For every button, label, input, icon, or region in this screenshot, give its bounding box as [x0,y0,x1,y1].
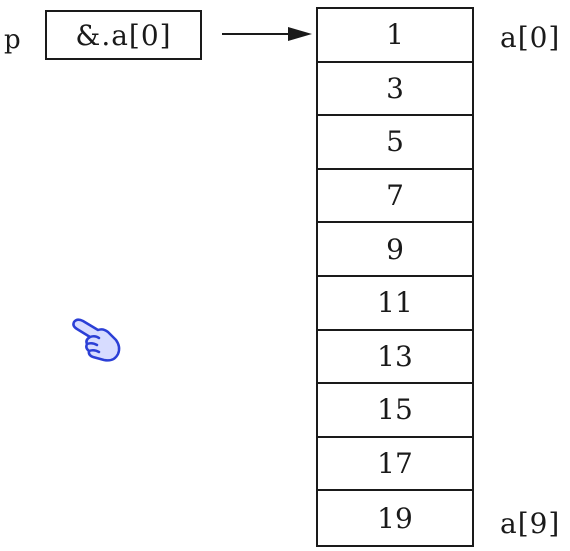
pointer-variable-name: p [4,25,21,55]
pointer-value-box: &.a[0] [45,10,202,60]
array-cell: 19 [377,501,413,535]
array-cell: 1 [318,9,472,63]
array-last-element-label: a[9] [500,507,561,540]
array-cell: 5 [318,116,472,170]
array-cell: 7 [318,170,472,224]
array-first-element-label: a[0] [500,21,561,54]
array-cell: 3 [318,63,472,117]
right-arrow-icon [222,27,312,41]
array-cell: 9 [318,223,472,277]
array-cell: 15 [318,384,472,438]
array-cell: 11 [318,277,472,331]
array-cell: 13 [318,331,472,385]
array-cell: 17 [318,438,472,492]
array-memory-block: 1 3 5 7 9 11 13 15 17 19 [316,7,474,547]
pointing-hand-cursor-icon [72,318,121,362]
